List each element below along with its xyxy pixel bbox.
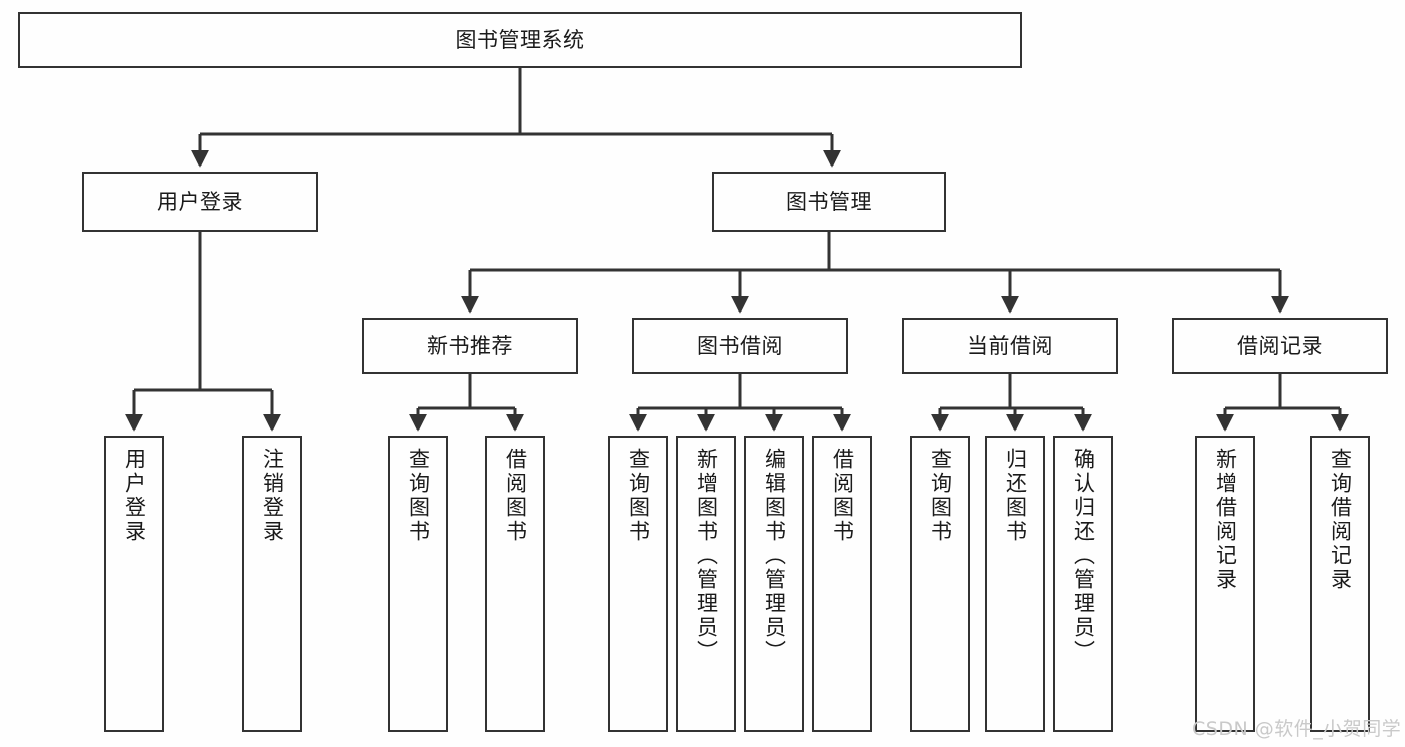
node-leaf-add-book[interactable]: 新增图书（管理员） bbox=[676, 436, 736, 732]
node-book-manage[interactable]: 图书管理 bbox=[712, 172, 946, 232]
node-leaf-add-record[interactable]: 新增借阅记录 bbox=[1195, 436, 1255, 732]
node-leaf-return-book-label: 归还图书 bbox=[1003, 448, 1028, 544]
node-user-login-label: 用户登录 bbox=[157, 189, 243, 214]
node-leaf-edit-book-label: 编辑图书（管理员） bbox=[762, 448, 787, 664]
node-leaf-query-book-2[interactable]: 查询图书 bbox=[608, 436, 668, 732]
node-new-book-rec-label: 新书推荐 bbox=[427, 333, 513, 358]
node-leaf-user-login-label: 用户登录 bbox=[122, 448, 147, 544]
node-current-borrow[interactable]: 当前借阅 bbox=[902, 318, 1118, 374]
node-leaf-query-record-label: 查询借阅记录 bbox=[1328, 448, 1353, 592]
node-leaf-confirm-return-label: 确认归还（管理员） bbox=[1071, 448, 1096, 664]
node-leaf-add-record-label: 新增借阅记录 bbox=[1213, 448, 1238, 592]
node-leaf-logout-label: 注销登录 bbox=[260, 448, 285, 544]
node-leaf-borrow-book-2[interactable]: 借阅图书 bbox=[812, 436, 872, 732]
node-current-borrow-label: 当前借阅 bbox=[967, 333, 1053, 358]
node-leaf-query-book-1-label: 查询图书 bbox=[406, 448, 431, 544]
node-root-label: 图书管理系统 bbox=[455, 27, 585, 52]
node-leaf-query-record[interactable]: 查询借阅记录 bbox=[1310, 436, 1370, 732]
node-leaf-user-login[interactable]: 用户登录 bbox=[104, 436, 164, 732]
node-leaf-borrow-book-1-label: 借阅图书 bbox=[503, 448, 528, 544]
node-book-manage-label: 图书管理 bbox=[786, 189, 872, 214]
node-borrow-record[interactable]: 借阅记录 bbox=[1172, 318, 1388, 374]
node-leaf-query-book-2-label: 查询图书 bbox=[626, 448, 651, 544]
node-leaf-confirm-return[interactable]: 确认归还（管理员） bbox=[1053, 436, 1113, 732]
node-book-borrow[interactable]: 图书借阅 bbox=[632, 318, 848, 374]
node-leaf-add-book-label: 新增图书（管理员） bbox=[694, 448, 719, 664]
node-root[interactable]: 图书管理系统 bbox=[18, 12, 1022, 68]
node-leaf-query-book-3[interactable]: 查询图书 bbox=[910, 436, 970, 732]
node-new-book-rec[interactable]: 新书推荐 bbox=[362, 318, 578, 374]
csdn-watermark: CSDN @软件_小贺同学 bbox=[1192, 718, 1402, 740]
node-book-borrow-label: 图书借阅 bbox=[697, 333, 783, 358]
node-leaf-return-book[interactable]: 归还图书 bbox=[985, 436, 1045, 732]
node-leaf-query-book-3-label: 查询图书 bbox=[928, 448, 953, 544]
node-borrow-record-label: 借阅记录 bbox=[1237, 333, 1323, 358]
node-user-login[interactable]: 用户登录 bbox=[82, 172, 318, 232]
node-leaf-edit-book[interactable]: 编辑图书（管理员） bbox=[744, 436, 804, 732]
node-leaf-borrow-book-1[interactable]: 借阅图书 bbox=[485, 436, 545, 732]
node-leaf-borrow-book-2-label: 借阅图书 bbox=[830, 448, 855, 544]
node-leaf-query-book-1[interactable]: 查询图书 bbox=[388, 436, 448, 732]
node-leaf-logout[interactable]: 注销登录 bbox=[242, 436, 302, 732]
